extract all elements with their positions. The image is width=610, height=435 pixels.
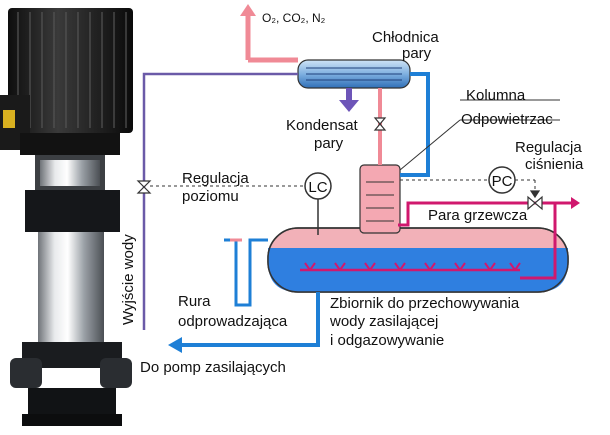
condensate-label-line2: pary bbox=[314, 135, 344, 152]
lc-instrument: LC bbox=[304, 172, 332, 200]
level-valve bbox=[136, 180, 152, 194]
pressure-reg-line1: Regulacja bbox=[515, 139, 582, 156]
pc-instrument: PC bbox=[400, 166, 536, 198]
pump-image bbox=[0, 8, 133, 426]
cooler-label-line1: Chłodnica bbox=[372, 29, 439, 46]
level-reg-line1: Regulacja bbox=[182, 170, 249, 187]
leader-lines bbox=[399, 99, 560, 171]
condensate-label-line1: Kondensat bbox=[286, 117, 359, 134]
gases-label: O₂, CO₂, N₂ bbox=[262, 11, 326, 25]
feedwater-outlet bbox=[180, 292, 320, 347]
drain-label-line2: odprowadzająca bbox=[178, 313, 288, 330]
tank-label-line1: Zbiornik do przechowywania bbox=[330, 295, 520, 312]
heating-steam-pipe bbox=[398, 197, 580, 280]
to-pumps-label: Do pomp zasilających bbox=[140, 359, 286, 376]
deaerator-column bbox=[359, 164, 401, 234]
pressure-reg-line2: ciśnienia bbox=[525, 156, 584, 173]
condensate-arrow bbox=[339, 88, 359, 112]
column-label: Kolumna bbox=[466, 87, 526, 104]
steam-label: Para grzewcza bbox=[428, 207, 528, 224]
tank-label-line2: wody zasilającej bbox=[329, 313, 438, 330]
water-out-label: Wyjście wody bbox=[120, 234, 137, 325]
level-reg-line2: poziomu bbox=[182, 188, 239, 205]
to-pumps-arrow bbox=[168, 337, 182, 353]
cooling-water-in bbox=[142, 72, 298, 330]
storage-tank bbox=[267, 227, 569, 293]
gas-vent-pipe bbox=[240, 4, 298, 63]
cooler-label-line2: pary bbox=[402, 45, 432, 62]
level-signal-line bbox=[150, 185, 319, 235]
drain-pipe bbox=[224, 238, 268, 307]
tank-label-line3: i odgazowywanie bbox=[330, 332, 444, 349]
deaerator-label: Odpowietrzac bbox=[461, 111, 553, 128]
vapor-cooler bbox=[297, 59, 411, 89]
pc-tag: PC bbox=[492, 173, 513, 190]
lc-tag: LC bbox=[308, 179, 327, 196]
drain-label-line1: Rura bbox=[178, 293, 211, 310]
vapor-valve bbox=[373, 117, 387, 131]
cooling-water-out bbox=[400, 72, 430, 177]
pressure-valve bbox=[527, 190, 543, 211]
